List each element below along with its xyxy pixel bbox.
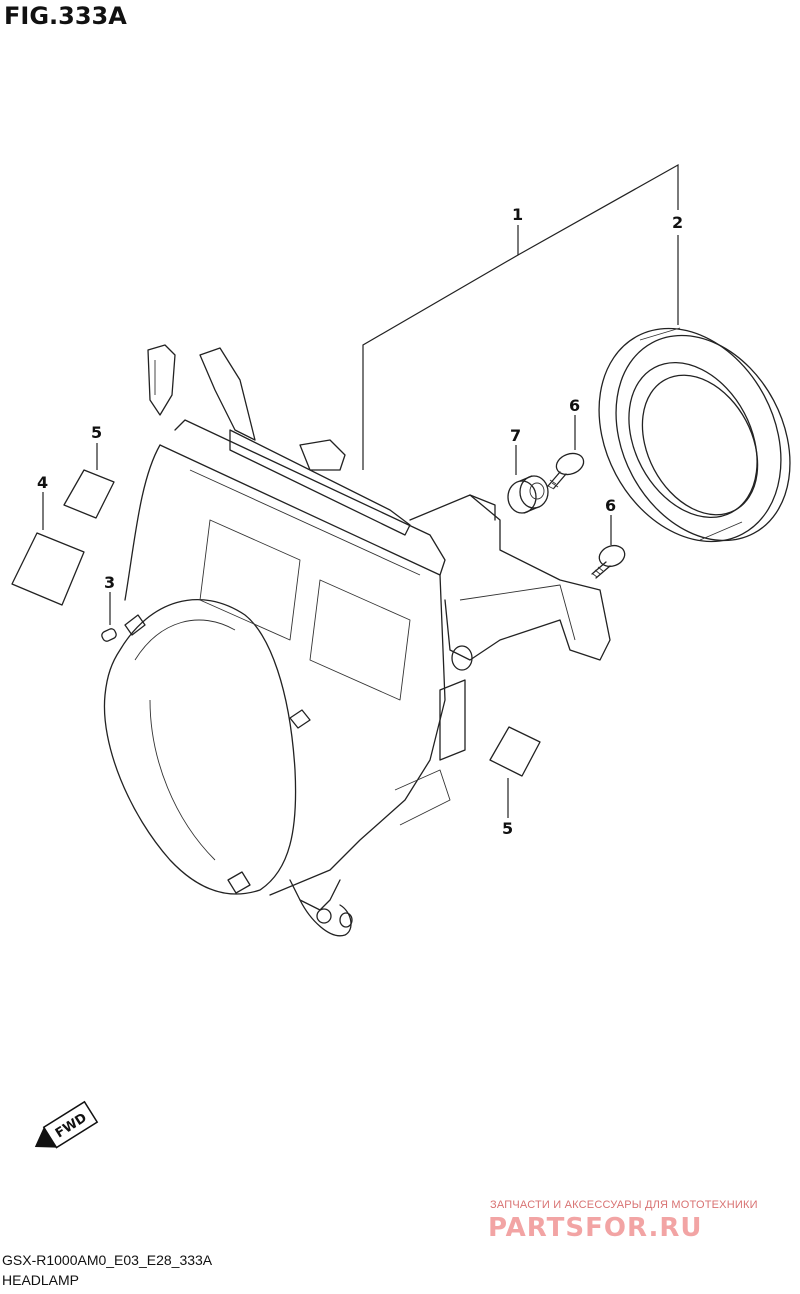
watermark-logo: PARTSFOR.RU (488, 1213, 703, 1243)
callout-3: 3 (104, 573, 115, 592)
callout-7: 7 (510, 426, 521, 445)
leader-lines (42, 163, 679, 818)
callout-labels: 1 2 3 4 5 5 6 6 7 (37, 205, 683, 838)
leader-part-1 (362, 225, 519, 470)
callout-2: 2 (672, 213, 683, 232)
figure-code: GSX-R1000AM0_E03_E28_333A (2, 1252, 213, 1268)
watermark-tagline: ЗАПЧАСТИ И АКСЕССУАРЫ ДЛЯ МОТОТЕХНИКИ (490, 1199, 758, 1211)
callout-6-upper: 6 (569, 396, 580, 415)
part-6-screw-lower (591, 544, 626, 579)
part-7-grommet (507, 475, 549, 514)
leader-bracket-top (517, 163, 679, 256)
fwd-arrow-icon: FWD (34, 1100, 99, 1149)
callout-4: 4 (37, 473, 48, 492)
callout-5-lower: 5 (502, 819, 513, 838)
part-5-pad-upper (63, 469, 115, 519)
callout-6-right: 6 (605, 496, 616, 515)
part-1-headlamp-assembly (103, 344, 611, 937)
part-2-rubber-ring (598, 327, 791, 543)
callout-1: 1 (512, 205, 523, 224)
part-5-pad-lower (489, 726, 541, 777)
callout-5-upper: 5 (91, 423, 102, 442)
part-3-plug (101, 628, 117, 642)
figure-title: FIG.333A (4, 2, 127, 30)
figure-name: HEADLAMP (2, 1272, 80, 1288)
part-6-screw-upper (547, 452, 585, 490)
part-4-pad (11, 532, 85, 606)
